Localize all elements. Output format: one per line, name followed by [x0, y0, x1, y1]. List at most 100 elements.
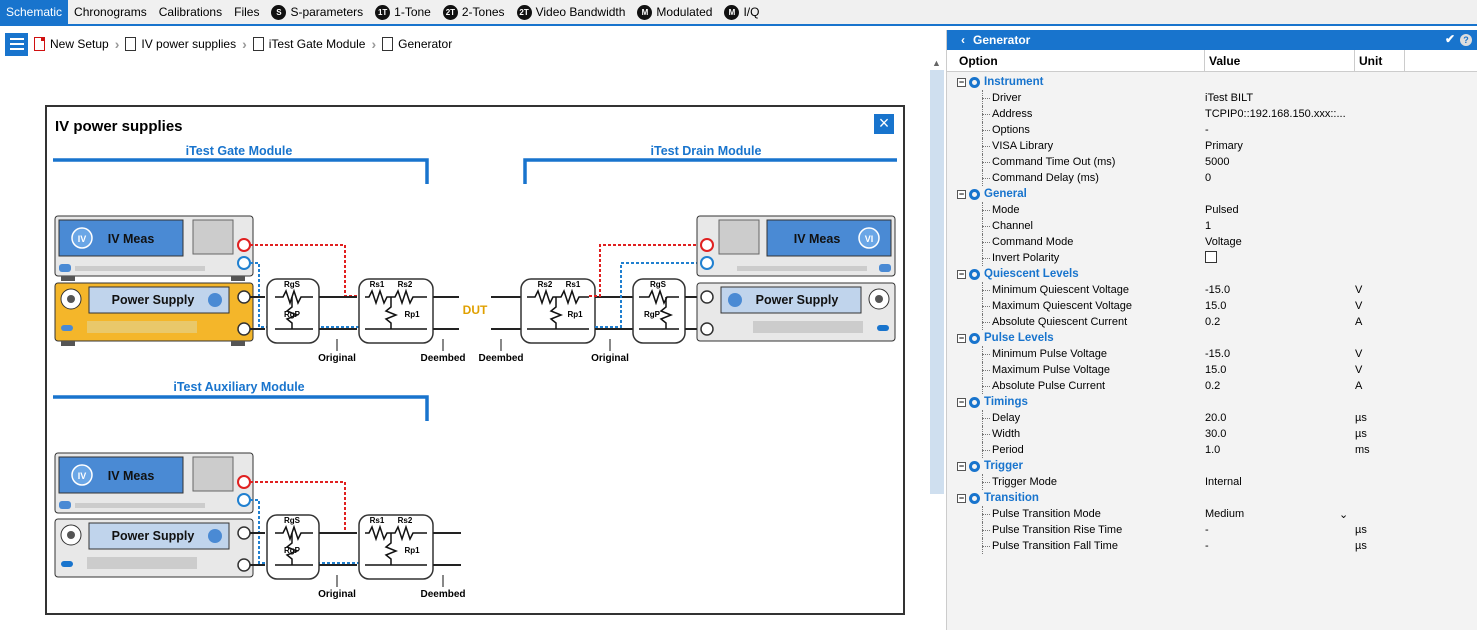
aux-power-supply-instrument[interactable]: Power Supply [54, 518, 254, 578]
value-cell[interactable]: 15.0 [1205, 364, 1355, 376]
value-cell[interactable]: iTest BILT [1205, 92, 1355, 104]
group-general[interactable]: −General [947, 186, 1477, 202]
power-supply-instrument[interactable]: Power Supply [54, 282, 254, 346]
option-row[interactable]: Invert Polarity [947, 250, 1477, 266]
iv-meas-instrument[interactable]: IV IV Meas [54, 215, 254, 277]
drain-power-supply-instrument[interactable]: Power Supply [696, 282, 896, 342]
option-value[interactable]: 30.0 [1205, 428, 1227, 440]
value-cell[interactable]: Voltage [1205, 236, 1355, 248]
option-row[interactable]: Command Delay (ms)0 [947, 170, 1477, 186]
option-value[interactable]: - [1205, 540, 1209, 552]
collapse-toggle-icon[interactable]: − [957, 188, 966, 199]
tab-chronograms[interactable]: Chronograms [68, 0, 153, 24]
group-quiescent-levels[interactable]: −Quiescent Levels [947, 266, 1477, 282]
option-row[interactable]: Pulse Transition Fall Time-µs [947, 538, 1477, 554]
group-transition[interactable]: −Transition [947, 490, 1477, 506]
option-value[interactable]: - [1205, 124, 1209, 136]
option-value[interactable]: 0 [1205, 172, 1212, 184]
option-value[interactable]: TCPIP0::192.168.150.xxx::... [1205, 108, 1346, 120]
value-cell[interactable]: -15.0 [1205, 348, 1355, 360]
breadcrumb-new-setup[interactable]: New Setup [34, 37, 109, 51]
option-value[interactable]: Pulsed [1205, 204, 1239, 216]
option-value[interactable]: Primary [1205, 140, 1243, 152]
breadcrumb-itest-gate-module[interactable]: iTest Gate Module [252, 37, 365, 51]
aux-iv-meas-instrument[interactable]: IV IV Meas [54, 452, 254, 514]
tab-files[interactable]: Files [228, 0, 265, 24]
collapse-toggle-icon[interactable]: − [957, 332, 966, 343]
option-column-header[interactable]: Option [947, 50, 1205, 71]
panel-scrollbar[interactable] [930, 70, 944, 494]
drain-iv-meas-instrument[interactable]: IV Meas VI [696, 215, 896, 277]
checkmark-icon[interactable]: ✔ [1444, 32, 1455, 46]
help-icon[interactable]: ? [1460, 34, 1472, 46]
option-row[interactable]: Command Time Out (ms)5000 [947, 154, 1477, 170]
value-cell[interactable] [1205, 250, 1355, 266]
group-timings[interactable]: −Timings [947, 394, 1477, 410]
value-cell[interactable]: 0.2 [1205, 380, 1355, 392]
collapse-toggle-icon[interactable]: − [957, 76, 966, 87]
close-icon[interactable]: × [874, 114, 894, 134]
breadcrumb-generator[interactable]: Generator [382, 37, 452, 51]
option-value[interactable]: 0.2 [1205, 380, 1221, 392]
hamburger-menu-button[interactable] [5, 32, 28, 56]
option-value[interactable]: - [1205, 524, 1209, 536]
value-cell[interactable]: 30.0 [1205, 428, 1355, 440]
tab-calibrations[interactable]: Calibrations [153, 0, 228, 24]
option-value[interactable]: Voltage [1205, 236, 1242, 248]
option-value[interactable]: iTest BILT [1205, 92, 1254, 104]
option-value[interactable]: -15.0 [1205, 284, 1231, 296]
value-cell[interactable]: 0 [1205, 172, 1355, 184]
value-cell[interactable]: - [1205, 524, 1355, 536]
chevron-down-icon[interactable]: ⌄ [1339, 509, 1349, 521]
value-cell[interactable]: 1.0 [1205, 444, 1355, 456]
option-value[interactable]: Internal [1205, 476, 1242, 488]
breadcrumb-iv-power-supplies[interactable]: IV power supplies [125, 37, 236, 51]
collapse-toggle-icon[interactable]: − [957, 396, 966, 407]
option-value[interactable]: 1.0 [1205, 444, 1221, 456]
invert-polarity-checkbox[interactable] [1205, 250, 1217, 263]
option-value[interactable]: 0.2 [1205, 316, 1221, 328]
value-cell[interactable]: - [1205, 540, 1355, 552]
collapse-toggle-icon[interactable]: − [957, 460, 966, 471]
value-cell[interactable]: Pulsed [1205, 204, 1355, 216]
value-cell[interactable]: - [1205, 124, 1355, 136]
value-cell[interactable]: Internal [1205, 476, 1355, 488]
option-value[interactable]: 20.0 [1205, 412, 1227, 424]
option-value[interactable]: 15.0 [1205, 300, 1227, 312]
value-cell[interactable]: -15.0 [1205, 284, 1355, 296]
tab-schematic[interactable]: Schematic [0, 0, 69, 24]
group-instrument[interactable]: −Instrument [947, 74, 1477, 90]
unit-column-header[interactable]: Unit [1355, 50, 1405, 71]
back-chevron-icon[interactable]: ‹ [961, 33, 965, 47]
option-value[interactable]: -15.0 [1205, 348, 1231, 360]
value-cell[interactable]: 5000 [1205, 156, 1355, 168]
option-value[interactable]: 15.0 [1205, 364, 1227, 376]
value-cell[interactable]: Primary [1205, 140, 1355, 152]
option-row[interactable]: Options- [947, 122, 1477, 138]
value-cell[interactable]: 0.2 [1205, 316, 1355, 328]
scroll-up-icon[interactable]: ▲ [932, 58, 941, 68]
value-cell[interactable]: 20.0 [1205, 412, 1355, 424]
value-cell[interactable]: Medium⌄ [1205, 508, 1355, 521]
collapse-toggle-icon[interactable]: − [957, 268, 966, 279]
